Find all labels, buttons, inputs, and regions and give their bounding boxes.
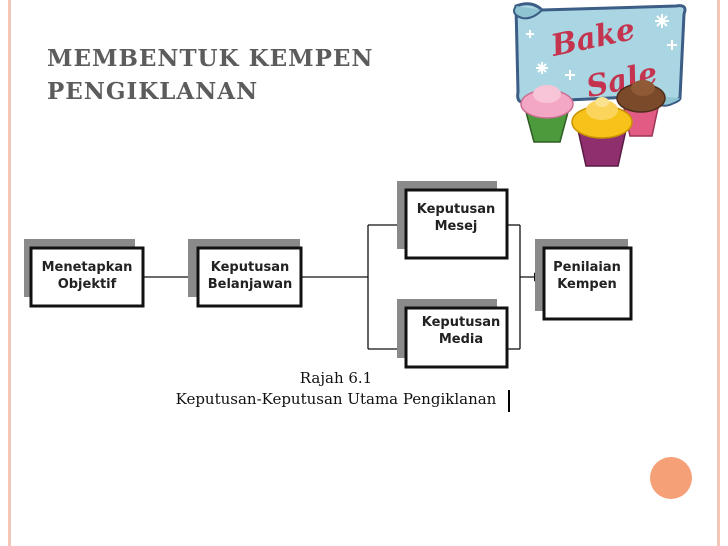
- caption-figure-title: Keputusan-Keputusan Utama Pengiklanan: [175, 390, 497, 408]
- node-box: [196, 246, 303, 308]
- node-label-line-2: Mesej: [435, 219, 478, 234]
- caption-figure-number: Rajah 6.1: [299, 369, 373, 387]
- left-border-line: [8, 0, 11, 546]
- node-penilaian-kempen: Penilaian Kempen: [535, 239, 633, 321]
- node-label-line-1: Penilaian: [553, 260, 621, 275]
- node-keputusan-mesej: Keputusan Mesej: [397, 181, 509, 260]
- node-keputusan-belanjawan: Keputusan Belanjawan: [188, 239, 303, 308]
- node-box: [29, 246, 145, 308]
- diagram-caption: Rajah 6.1 Keputusan-Keputusan Utama Peng…: [150, 368, 522, 410]
- node-label-line-2: Belanjawan: [208, 277, 292, 292]
- node-label-line-2: Objektif: [58, 277, 117, 292]
- slide-title-line-1: MEMBENTUK KEMPEN: [47, 45, 374, 72]
- bake-sale-cupcakes-icon: Bake Sale: [513, 2, 687, 167]
- node-label-line-1: Keputusan: [422, 315, 500, 330]
- node-box: [542, 246, 633, 321]
- text-cursor: [508, 390, 510, 412]
- node-label-line-2: Media: [439, 332, 483, 347]
- node-box: [404, 306, 509, 369]
- right-border-line: [717, 0, 720, 546]
- node-keputusan-media: Keputusan Media: [397, 299, 509, 369]
- node-menetapkan-objektif: Menetapkan Objektif: [24, 239, 145, 308]
- slide-title: MEMBENTUK KEMPEN PENGIKLANAN: [47, 42, 467, 108]
- decorative-orange-circle: [650, 457, 692, 499]
- node-label-line-2: Kempen: [557, 277, 617, 292]
- slide-title-line-2: PENGIKLANAN: [47, 78, 259, 105]
- node-label-line-1: Menetapkan: [42, 260, 133, 275]
- node-box: [404, 188, 509, 260]
- node-label-line-1: Keputusan: [211, 260, 289, 275]
- node-label-line-1: Keputusan: [417, 202, 495, 217]
